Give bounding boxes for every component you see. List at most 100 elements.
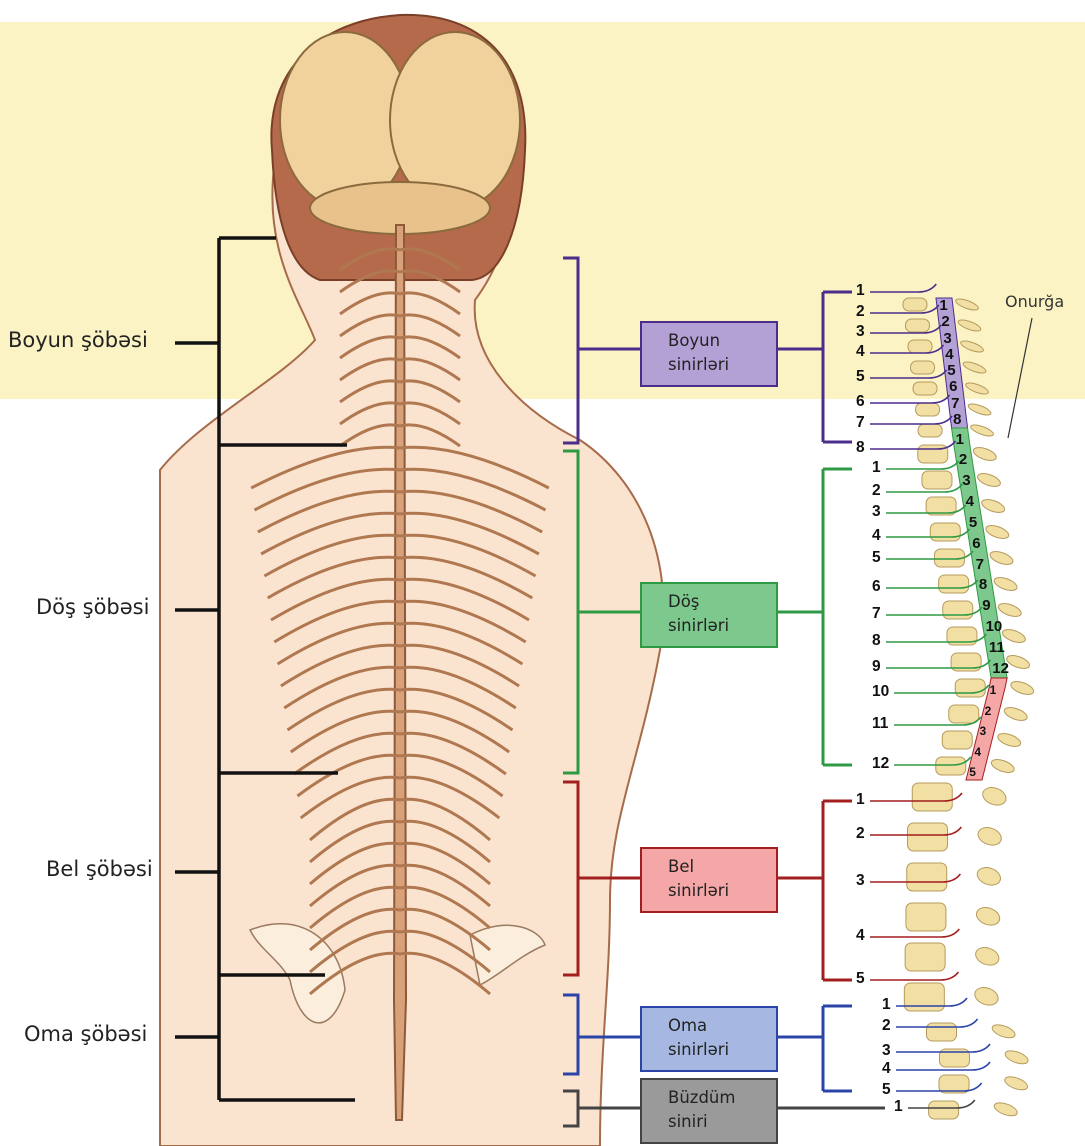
vertebra-body <box>903 298 927 311</box>
vertebra-body <box>913 382 937 395</box>
cervical-vertebra-number: 8 <box>953 411 961 428</box>
box-line2: sinirləri <box>668 614 776 638</box>
vertebra-process <box>962 360 987 375</box>
cervical-vertebra-number: 1 <box>939 297 947 314</box>
lumbar-vertebra-number: 1 <box>990 683 997 697</box>
cervical-vertebra-number: 2 <box>941 313 949 330</box>
cervical-vertebra-number: 6 <box>949 378 957 395</box>
coccygeal-nerve-number: 1 <box>894 1098 903 1116</box>
vertebra-body <box>916 403 940 416</box>
lumbar-nerve-number: 5 <box>856 970 865 988</box>
box-line1: Bel <box>668 855 776 879</box>
thoracic-nerve-number: 11 <box>872 715 888 733</box>
cervical-nerves-box: Boyun sinirləri <box>640 321 778 387</box>
lumbar-vertebra-number: 3 <box>979 724 986 738</box>
thoracic-vertebra-number: 12 <box>992 660 1009 677</box>
cervical-nerve-leader <box>870 284 936 292</box>
spine-label-leader <box>1008 318 1032 438</box>
vertebra-process <box>996 731 1022 749</box>
vertebra-process <box>976 471 1002 489</box>
thoracic-nerve-number: 12 <box>872 755 889 773</box>
lumbar-nerves-box: Bel sinirləri <box>640 847 778 913</box>
cervical-vertebra-number: 7 <box>951 395 959 412</box>
vertebra-process <box>1009 679 1035 697</box>
vertebra-body <box>912 783 952 811</box>
thoracic-vertebra-number: 3 <box>962 472 970 489</box>
vertebra-body <box>927 1023 957 1041</box>
thoracic-nerve-number: 7 <box>872 605 881 623</box>
cervical-nerve-number: 3 <box>856 323 865 341</box>
vertebra-process <box>969 423 994 438</box>
region-label-lumbar: Bel şöbəsi <box>46 857 153 881</box>
sacral-nerve-number: 5 <box>882 1081 891 1099</box>
vertebra-body <box>908 823 948 851</box>
thoracic-nerve-number: 4 <box>872 527 881 545</box>
vertebra-body <box>929 1101 959 1119</box>
spine-label: Onurğa <box>1005 292 1064 311</box>
thoracic-nerves-box: Döş sinirləri <box>640 582 778 648</box>
thoracic-vertebra-number: 8 <box>979 576 987 593</box>
thoracic-nerve-number: 1 <box>872 459 881 477</box>
thoracic-nerve-number: 10 <box>872 683 889 701</box>
box-line2: sinirləri <box>668 1038 776 1062</box>
vertebra-process <box>1003 1074 1029 1092</box>
cervical-vertebra-number: 3 <box>943 330 951 347</box>
vertebra-process <box>991 1022 1017 1040</box>
vertebra-body <box>943 601 973 619</box>
vertebra-process <box>980 497 1006 515</box>
cervical-nerve-leader <box>870 370 947 378</box>
vertebra-body <box>949 705 979 723</box>
thoracic-nerve-number: 3 <box>872 503 881 521</box>
vertebra-process <box>976 824 1004 848</box>
vertebra-body <box>906 903 946 931</box>
vertebra-process <box>973 944 1001 968</box>
thoracic-vertebra-number: 10 <box>986 618 1003 635</box>
region-label-thoracic: Döş şöbəsi <box>36 595 149 619</box>
thoracic-vertebra-number: 11 <box>989 639 1005 656</box>
vertebra-body <box>907 863 947 891</box>
vertebra-process <box>990 757 1016 775</box>
vertebra-process <box>980 784 1008 808</box>
vertebra-process <box>975 864 1003 888</box>
region-label-sacral: Oma şöbəsi <box>24 1022 147 1046</box>
thoracic-nerve-number: 8 <box>872 632 881 650</box>
box-line1: Boyun <box>668 329 776 353</box>
coccygeal-nerve-box: Büzdüm siniri <box>640 1078 778 1144</box>
cervical-nerve-number: 2 <box>856 303 865 321</box>
box-line1: Büzdüm <box>668 1086 776 1110</box>
vertebra-body <box>922 471 952 489</box>
box-line2: sinirləri <box>668 879 776 903</box>
vertebra-process <box>993 1100 1019 1118</box>
box-line1: Oma <box>668 1014 776 1038</box>
cervical-nerve-number: 6 <box>856 393 865 411</box>
vertebra-process <box>988 549 1014 567</box>
thoracic-vertebra-number: 6 <box>972 535 980 552</box>
vertebra-process <box>993 575 1019 593</box>
vertebra-process <box>1003 705 1029 723</box>
thoracic-nerve-number: 5 <box>872 549 881 567</box>
sacral-nerve-number: 4 <box>882 1060 891 1078</box>
thoracic-nerve-number: 2 <box>872 482 881 500</box>
vertebra-process <box>964 381 989 396</box>
box-line1: Döş <box>668 590 776 614</box>
vertebra-body <box>942 731 972 749</box>
lumbar-nerve-number: 3 <box>856 872 865 890</box>
vertebra-body <box>955 679 985 697</box>
vertebra-body <box>911 361 935 374</box>
vertebra-process <box>1004 1048 1030 1066</box>
region-label-cervical: Boyun şöbəsi <box>8 328 148 352</box>
cervical-nerve-leader <box>870 345 944 353</box>
sacral-nerve-number: 2 <box>882 1017 891 1035</box>
lumbar-vertebra-number: 2 <box>985 704 992 718</box>
lumbar-nerve-number: 4 <box>856 927 865 945</box>
vertebra-process <box>972 445 998 463</box>
vertebra-process <box>984 523 1010 541</box>
vertebra-process <box>972 984 1000 1008</box>
vertebra-body <box>936 757 966 775</box>
vertebra-process <box>997 601 1023 619</box>
lumbar-nerve-leader <box>870 972 958 980</box>
cervical-nerve-number: 5 <box>856 368 865 386</box>
lumbar-vertebra-number: 5 <box>969 765 976 779</box>
thoracic-vertebra-number: 5 <box>969 514 977 531</box>
